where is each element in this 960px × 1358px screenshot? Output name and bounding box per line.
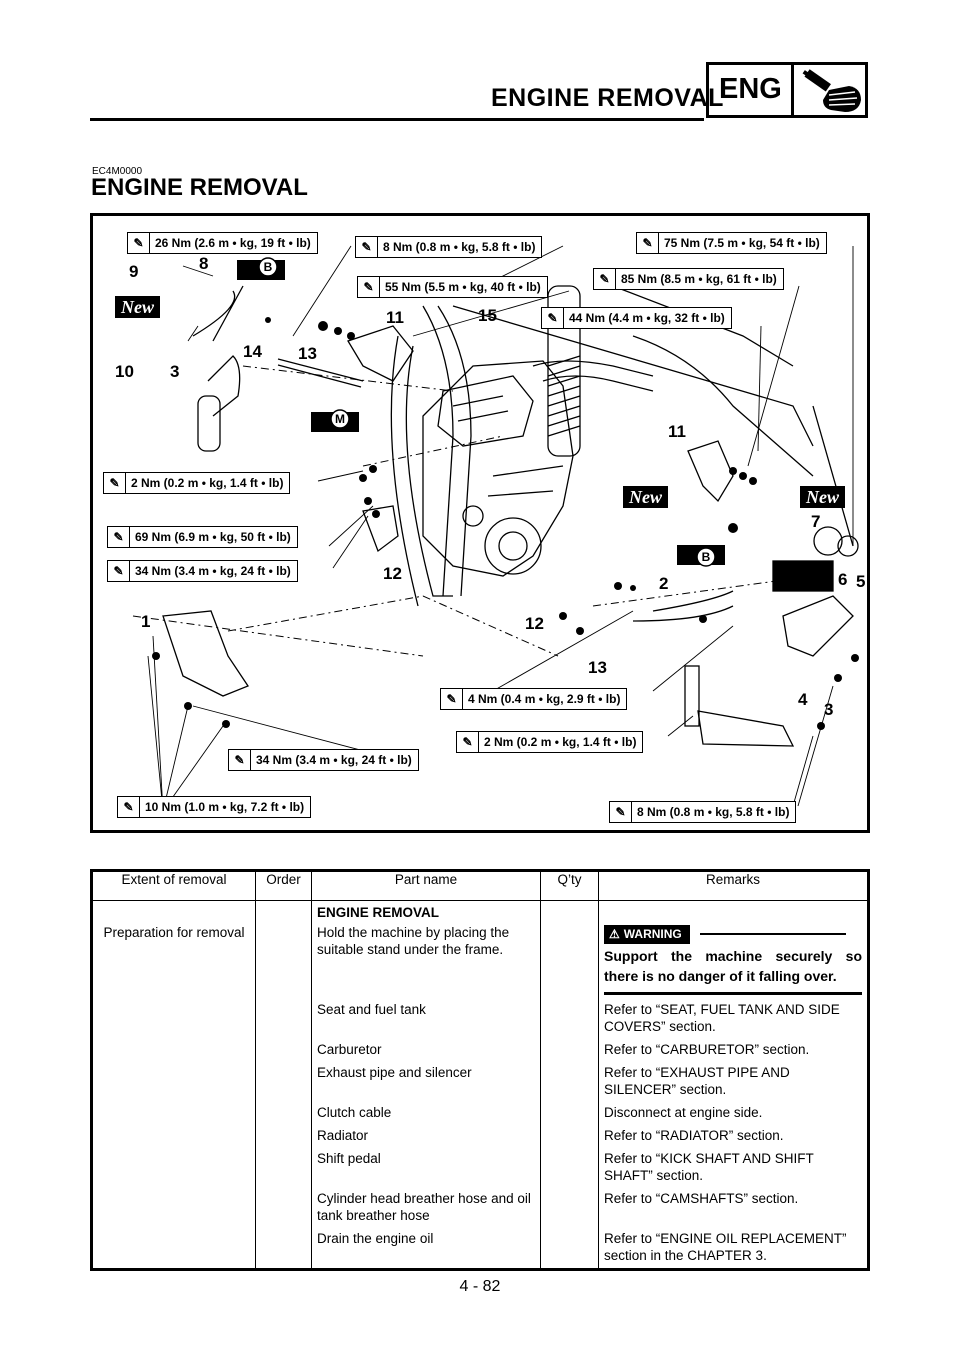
torque-label: ✎4 Nm (0.4 m • kg, 2.9 ft • lb) [440,688,628,710]
column-header: Part name [311,870,541,901]
column-header: Q’ty [540,870,599,901]
warning-badge: ⚠WARNING [604,925,690,944]
new-part-badge: New [623,486,668,508]
callout-number: 3 [824,700,834,719]
callout-number: 2 [659,574,669,593]
svg-text:B: B [264,260,273,274]
wrench-icon: ✎ [229,750,251,770]
removal-table: Extent of removal Order Part name Q’ty R… [90,869,870,1271]
torque-label: ✎26 Nm (2.6 m • kg, 19 ft • lb) [127,232,318,254]
wrench-icon: ✎ [457,732,479,752]
callout-number: 3 [170,362,180,381]
wrench-icon: ✎ [610,802,632,822]
table-row: Preparation for removal Hold the machine… [92,921,869,995]
svg-text:M: M [335,412,345,426]
wrench-icon: ✎ [542,308,564,328]
wrench-icon: ✎ [108,561,130,581]
chapter-badge-divider [791,65,794,115]
warning-text: Support the machine securely so there is… [604,946,862,995]
header-title: ENGINE REMOVAL [491,84,724,112]
grease-b-icon: B [258,257,278,277]
table-header-row: Extent of removal Order Part name Q’ty R… [91,870,869,901]
page-number: 4 - 82 [459,1278,501,1295]
engine-diagram: ✎26 Nm (2.6 m • kg, 19 ft • lb) ✎8 Nm (0… [90,213,870,833]
callout-number: 14 [243,342,262,361]
new-part-badge: New [800,486,845,508]
grease-b-icon: B [696,547,716,567]
svg-text:B: B [702,550,711,564]
table-row: ENGINE REMOVAL [92,900,869,921]
callout-number: 4 [798,690,808,709]
new-part-badge: New [115,296,160,318]
torque-label: ✎8 Nm (0.8 m • kg, 5.8 ft • lb) [355,236,543,258]
wrench-icon: ✎ [118,797,140,817]
torque-label: ✎2 Nm (0.2 m • kg, 1.4 ft • lb) [103,472,291,494]
table-row: Cylinder head breather hose and oil tank… [92,1184,869,1224]
column-header: Extent of removal [91,870,256,901]
torque-label: ✎2 Nm (0.2 m • kg, 1.4 ft • lb) [456,731,644,753]
torque-label: ✎75 Nm (7.5 m • kg, 54 ft • lb) [636,232,827,254]
column-header: Order [255,870,312,901]
callout-number: 15 [478,306,497,325]
callout-number: 12 [383,564,402,583]
callout-number: 1 [141,612,151,631]
torque-label: ✎34 Nm (3.4 m • kg, 24 ft • lb) [107,560,298,582]
wrench-icon: ✎ [356,237,378,257]
torque-label: ✎55 Nm (5.5 m • kg, 40 ft • lb) [357,276,548,298]
group-title: ENGINE REMOVAL [311,900,541,921]
wrench-icon: ✎ [358,277,380,297]
wrench-icon: ✎ [104,473,126,493]
torque-label: ✎85 Nm (8.5 m • kg, 61 ft • lb) [593,268,784,290]
callout-number: 11 [386,308,404,327]
warning-block: ⚠WARNING Support the machine securely so… [598,921,869,995]
wrench-icon: ✎ [108,527,130,547]
callout-number: 13 [298,344,317,363]
column-header: Remarks [598,870,869,901]
callout-number: 6 [838,570,848,589]
callout-number: 5 [856,572,866,591]
callout-number: 7 [811,512,821,531]
chapter-badge-label: ENG [719,73,782,105]
header-rule [90,118,704,121]
section-title: ENGINE REMOVAL [91,174,308,201]
callout-number: 13 [588,658,607,677]
engine-icon [802,69,861,112]
torque-label: ✎34 Nm (3.4 m • kg, 24 ft • lb) [228,749,419,771]
wrench-icon: ✎ [128,233,150,253]
chapter-badge: ENG [706,62,868,118]
grease-m-icon: M [330,409,350,429]
wrench-icon: ✎ [637,233,659,253]
torque-label: ✎44 Nm (4.4 m • kg, 32 ft • lb) [541,307,732,329]
warning-icon: ⚠ [609,927,620,941]
callout-number: 11 [668,422,686,441]
callout-number: 9 [129,262,139,281]
callout-number: 10 [115,362,134,381]
torque-label: ✎10 Nm (1.0 m • kg, 7.2 ft • lb) [117,796,312,818]
torque-label: ✎69 Nm (6.9 m • kg, 50 ft • lb) [107,526,298,548]
torque-label: ✎8 Nm (0.8 m • kg, 5.8 ft • lb) [609,801,797,823]
callout-number: 12 [525,614,544,633]
callout-number: 8 [199,254,209,273]
wrench-icon: ✎ [594,269,616,289]
wrench-icon: ✎ [441,689,463,709]
section-code: EC4M0000 [92,166,143,177]
